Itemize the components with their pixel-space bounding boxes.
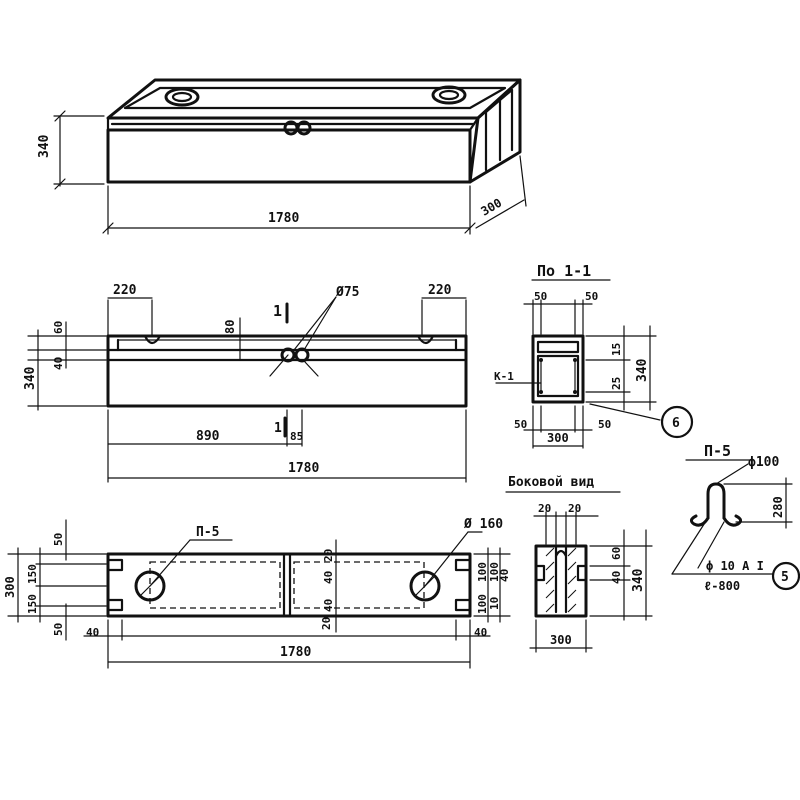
iso-hole-2 — [296, 120, 312, 136]
elev-loop-right — [416, 334, 435, 345]
plan-left-40: 40 — [86, 626, 99, 639]
loop-detail: П-5 ϕ100 280 ϕ 10 А I ℓ-800 5 — [671, 442, 800, 593]
plan-overall-1780: 1780 — [280, 645, 311, 660]
plan-hole-left — [134, 570, 166, 602]
section-outline — [531, 334, 585, 404]
elev-cut-mark: 1 — [273, 302, 282, 320]
loop-title: П-5 — [704, 442, 731, 460]
elev-hole-2 — [294, 347, 310, 363]
plan-left-50-bot: 50 — [52, 623, 65, 636]
section-bot-50-right: 50 — [598, 418, 611, 431]
callout-5-label: 5 — [781, 570, 789, 585]
elev-overall-340: 340 — [23, 366, 38, 390]
section-right-25: 25 — [610, 377, 623, 390]
elev-overall-1780: 1780 — [288, 461, 319, 476]
plan-mid-20-top: 20 — [322, 549, 335, 562]
plan-left-150-top: 150 — [26, 564, 39, 584]
isometric-view: 340 1780 300 — [37, 78, 527, 235]
plan-r-40: 40 — [498, 569, 511, 582]
loop-height: 280 — [771, 496, 785, 518]
side-right-40: 40 — [610, 571, 623, 584]
loop-dia: ϕ100 — [748, 455, 779, 470]
callout-6-circle — [660, 405, 694, 439]
plan-view: П-5 Ø 160 50 150 300 150 50 40 40 1780 2… — [3, 517, 511, 669]
front-elevation: 220 220 1 Ø75 80 60 40 340 890 1 — [23, 283, 468, 483]
plan-right-40: 40 — [474, 626, 487, 639]
side-title: Боковой вид — [508, 475, 594, 490]
plan-left-300: 300 — [3, 576, 17, 598]
elev-cut-mark-bottom: 1 — [274, 421, 282, 436]
section-title: По 1-1 — [537, 262, 591, 280]
plan-hole-right — [409, 570, 441, 602]
loop-spec1: ϕ 10 А I — [706, 559, 764, 573]
side-top-20b: 20 — [568, 502, 581, 515]
section-top-50-right: 50 — [585, 290, 598, 303]
plan-r-100b: 100 — [488, 562, 501, 582]
elev-left-60: 60 — [52, 321, 65, 334]
elev-loop-left — [143, 334, 162, 345]
iso-top-face — [106, 78, 522, 120]
loop-shape — [706, 482, 726, 520]
iso-loop-right — [431, 85, 467, 105]
side-right-340: 340 — [631, 568, 646, 592]
elev-hole-dia: Ø75 — [335, 285, 359, 300]
iso-right-face — [468, 78, 522, 184]
iso-depth-label: 300 — [479, 196, 505, 219]
section-bot-50-left: 50 — [514, 418, 527, 431]
callout-6-label: 6 — [672, 416, 680, 431]
elev-hole-1 — [280, 347, 296, 363]
elev-mid-80: 80 — [223, 320, 237, 334]
elev-left-40: 40 — [52, 357, 65, 370]
plan-hole-dia: Ø 160 — [463, 517, 503, 532]
section-right-340: 340 — [635, 358, 650, 382]
side-top-20a: 20 — [538, 502, 551, 515]
plan-left-150-bot: 150 — [26, 594, 39, 614]
elev-outline — [106, 334, 468, 408]
elev-left-220: 220 — [113, 283, 137, 298]
loop-spec2: ℓ-800 — [704, 579, 740, 593]
plan-r-100c: 100 — [476, 594, 489, 614]
iso-front-face — [106, 128, 472, 184]
side-bot-300: 300 — [550, 633, 572, 647]
plan-left-50-top: 50 — [52, 533, 65, 546]
plan-mid-40-top: 40 — [322, 571, 335, 584]
plan-p5: П-5 — [196, 525, 219, 540]
plan-r-10: 10 — [488, 597, 501, 610]
section-top-50-left: 50 — [534, 290, 547, 303]
section-bot-300: 300 — [547, 431, 569, 445]
iso-length-label: 1780 — [268, 211, 299, 226]
iso-loop-left — [164, 87, 200, 107]
callout-5-circle — [771, 561, 800, 591]
elev-dim-890: 890 — [196, 429, 220, 444]
side-view: Боковой вид 20 20 60 40 340 300 — [505, 475, 653, 653]
section-k1: К-1 — [494, 370, 514, 383]
section-right-15: 15 — [610, 343, 623, 356]
side-right-60: 60 — [610, 547, 623, 560]
plan-mid-20-bot: 20 — [320, 617, 333, 630]
plan-mid-40-bot: 40 — [322, 599, 335, 612]
iso-height-label: 340 — [37, 134, 52, 158]
section-1-1: По 1-1 50 50 К-1 15 25 340 — [494, 262, 694, 449]
plan-r-100a: 100 — [476, 562, 489, 582]
elev-dim-85: 85 — [290, 430, 303, 443]
elev-right-220: 220 — [428, 283, 452, 298]
